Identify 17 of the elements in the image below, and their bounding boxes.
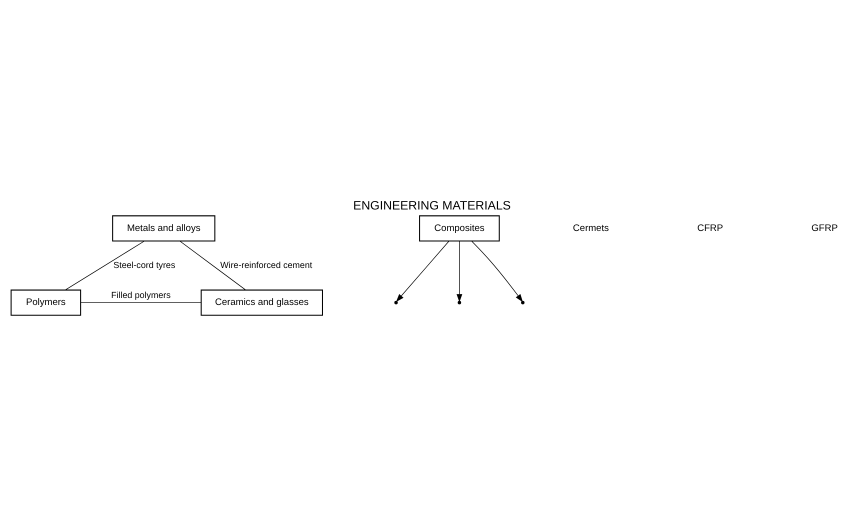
arrow <box>456 240 462 302</box>
edge-label: Wire-reinforced cement <box>220 260 312 270</box>
label: CFRP <box>697 222 724 234</box>
diagram-title: ENGINEERING MATERIALS <box>353 198 511 212</box>
label: GFRP <box>811 222 838 234</box>
node-box: Polymers <box>10 290 82 316</box>
label: Cermets <box>572 222 609 234</box>
node-box: Composites <box>419 215 500 242</box>
edge-label: Steel-cord tyres <box>113 260 176 270</box>
arrow <box>471 240 523 302</box>
node-box: Metals and alloys <box>112 215 216 242</box>
connector <box>64 240 145 290</box>
node-box: Ceramics and glasses <box>200 290 323 316</box>
connector <box>80 302 202 303</box>
arrow <box>396 240 450 302</box>
connector <box>180 240 246 290</box>
edge-label: Filled polymers <box>111 290 171 300</box>
